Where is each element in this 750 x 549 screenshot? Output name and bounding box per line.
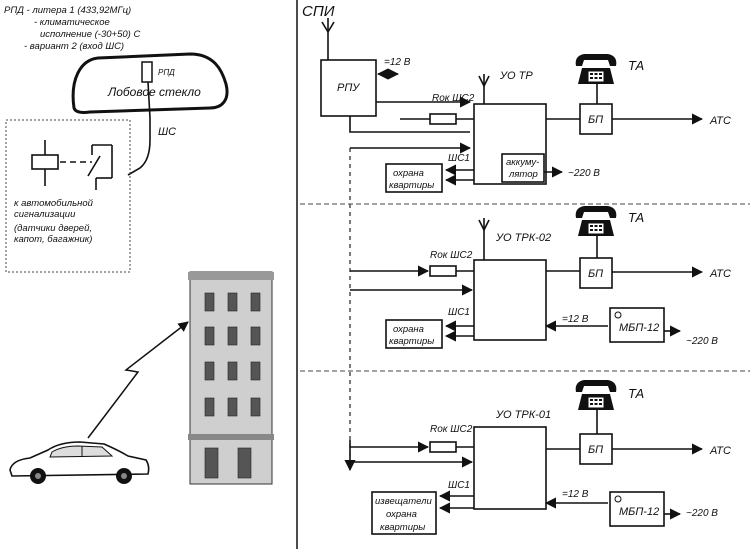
v12-label-3: =12 В <box>562 489 589 500</box>
guard-box-3 <box>371 491 437 535</box>
shs1-label-3: ШС1 <box>448 480 470 491</box>
guard-line-2: квартиры <box>389 180 434 191</box>
rpd-label: РПД <box>158 68 175 77</box>
mbp12-label-3: МБП-12 <box>619 506 659 518</box>
ta-label-2: ТА <box>628 210 644 225</box>
rok-shs2-label-3: Rок ШС2 <box>430 424 473 435</box>
v12-label-2: =12 В <box>562 314 589 325</box>
rok-shs2-label-2: Rок ШС2 <box>430 250 473 261</box>
shs1-label-2: ШС1 <box>448 307 470 318</box>
uo-trk01-label: УО ТРК-01 <box>495 409 551 421</box>
car-alarm-caption-2: сигнализации <box>14 209 76 220</box>
telephone-icon-3 <box>575 379 617 411</box>
uo-trk02-box <box>473 259 547 341</box>
uo-trk02-label: УО ТРК-02 <box>495 232 551 244</box>
mbp12-box-3 <box>609 491 665 527</box>
rpu-power-label: =12 В <box>384 57 411 68</box>
rpd-note-line-3: исполнение (-30+50) С <box>40 29 140 40</box>
rpd-device <box>141 61 153 83</box>
guard-box-2 <box>385 319 443 349</box>
bp-box-2 <box>579 257 613 289</box>
telephone-icon <box>575 53 617 85</box>
guard-box <box>385 163 443 193</box>
mains-label: ~220 В <box>568 168 600 179</box>
left-panel: РПД - литера 1 (433,92МГц) - климатическ… <box>4 5 274 485</box>
rok-shs2-resistor-3 <box>429 441 457 453</box>
windshield-outline <box>71 52 229 114</box>
mains-label-2: ~220 В <box>686 336 718 347</box>
guard3-line-3: квартиры <box>380 522 425 533</box>
block-uo-tr: УО ТР Rок ШС2 ШС1 охрана квартиры аккуму… <box>385 53 731 193</box>
ta-label: ТА <box>628 58 644 73</box>
rpd-note-line-2: - климатическое <box>34 17 110 28</box>
block-uo-trk-01: УО ТРК-01 Rок ШС2 ШС1 извещатели охрана … <box>350 379 731 535</box>
battery-line-2: лятор <box>508 169 538 180</box>
rpd-note-line-4: - вариант 2 (вход ШС) <box>24 41 124 52</box>
battery-box <box>501 153 545 183</box>
car-alarm-caption-1: к автомобильной <box>14 198 94 209</box>
guard3-line-1: извещатели <box>375 496 432 507</box>
bp-label-2: БП <box>588 268 603 280</box>
mbp12-label: МБП-12 <box>619 322 659 334</box>
rpu-link-2 <box>349 116 470 133</box>
ats-label-2: АТС <box>709 268 731 280</box>
bp-label-3: БП <box>588 444 603 456</box>
rok-shs2-label: Rок ШС2 <box>432 93 475 104</box>
ats-label-3: АТС <box>709 445 731 457</box>
guard2-line-2: квартиры <box>389 336 434 347</box>
car-alarm-enclosure <box>5 119 131 273</box>
windshield-label: Лобовое стекло <box>107 85 201 99</box>
car-icon <box>9 441 150 484</box>
shs1-label: ШС1 <box>448 153 470 164</box>
rpu-label: РПУ <box>337 82 360 94</box>
guard3-line-2: охрана <box>386 509 417 520</box>
ta-label-3: ТА <box>628 386 644 401</box>
spi-title: СПИ <box>302 3 335 20</box>
telephone-icon-2 <box>575 205 617 237</box>
right-panel: СПИ РПУ =12 В УО ТР Rок ШС2 ШС1 <box>300 3 750 535</box>
ats-label: АТС <box>709 115 731 127</box>
radio-link-icon <box>87 321 189 439</box>
car-alarm-caption-3: (датчики дверей, <box>14 223 92 234</box>
guard-line-1: охрана <box>393 168 424 179</box>
rpd-note-line-1: РПД - литера 1 (433,92МГц) <box>4 5 131 16</box>
battery-line-1: аккуму- <box>506 157 539 168</box>
rok-shs2-resistor <box>429 113 457 125</box>
car-alarm-caption-4: капот, багажник) <box>14 234 92 245</box>
rpd-wire <box>127 81 151 176</box>
bp-label: БП <box>588 114 603 126</box>
mbp12-box <box>609 307 665 343</box>
rpu-box <box>320 59 377 117</box>
mains-label-3: ~220 В <box>686 508 718 519</box>
uo-tr-label: УО ТР <box>499 70 533 82</box>
building-icon <box>188 271 274 485</box>
uo-trk01-box <box>473 426 547 510</box>
relay-icon <box>31 140 113 190</box>
bp-box <box>579 103 613 135</box>
block-uo-trk-02: УО ТРК-02 Rок ШС2 ШС1 охрана квартиры =1… <box>350 205 731 349</box>
shs-label: ШС <box>158 126 176 138</box>
rok-shs2-resistor-2 <box>429 265 457 277</box>
antenna-icon <box>321 18 335 60</box>
guard2-line-1: охрана <box>393 324 424 335</box>
